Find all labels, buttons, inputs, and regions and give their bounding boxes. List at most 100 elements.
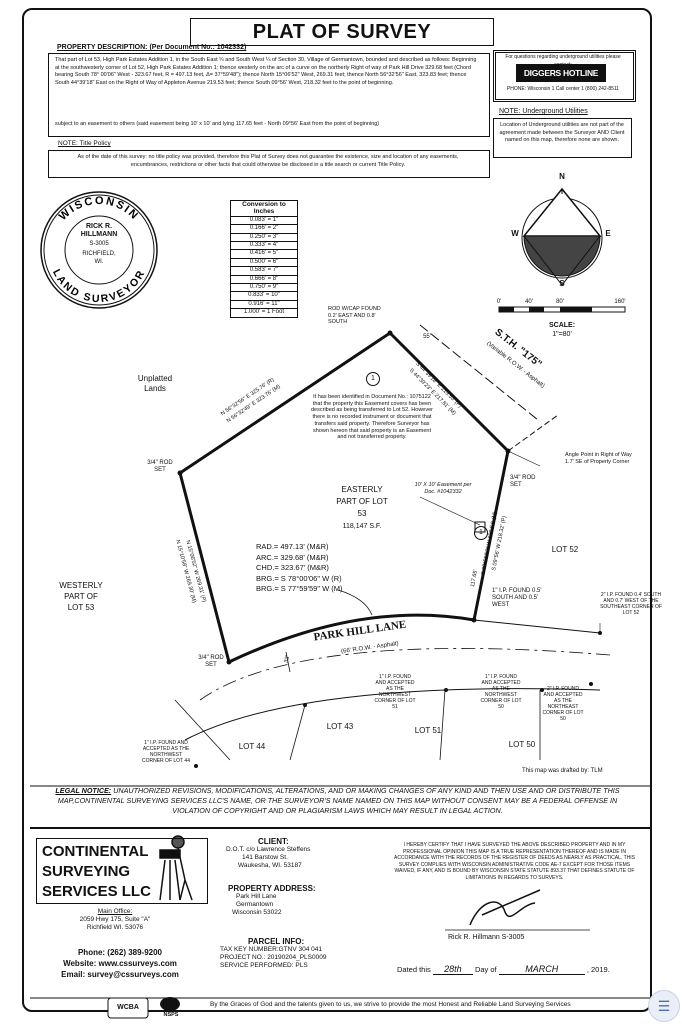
company-email: Email: survey@cssurveys.com [61,970,179,979]
company-website: Website: www.cssurveys.com [63,959,177,968]
plat-frame [22,8,652,1012]
seal-state: WI. [94,259,104,265]
underground-box [493,118,632,158]
property-description-box [48,53,490,137]
svg-text:WISCONSIN: WISCONSIN [57,195,141,223]
parcel-info-block: PARCEL INFO: TAX KEY NUMBER:GTNV 304 041… [220,938,380,970]
lot-51-label: LOT 51 [414,726,442,735]
conversion-row: 0.500' = 6" [230,257,298,268]
conversion-row: 0.833' = 10" [230,291,298,301]
lot-43-label: LOT 43 [326,722,354,731]
office-address-line2: Richfield WI. 53076 [86,924,144,931]
compass-east: E [605,229,611,238]
scale-bar [498,306,626,313]
curve-bearing-measured: BRG.= S 77°59'59" W (M) [256,584,343,593]
office-label: Main Office: [97,908,133,915]
conversion-value: 0.583' = 7" [230,266,298,276]
property-description-heading: PROPERTY DESCRIPTION: (Per Document No.:… [57,44,247,51]
conversion-row: 0.083' = 1" [230,215,298,226]
menu-button[interactable]: ☰ [648,990,680,1022]
conversion-value: 0.416' = 5" [230,249,298,259]
sth-55-label: 55' [423,334,431,340]
parcel-area: 118,147 S.F. [342,523,382,530]
conversion-row: 0.916' = 11" [230,299,298,310]
property-address-line3: Wisconsin 53022 [232,909,282,916]
surveyor-name: Rick R. Hillmann S-3005 [448,934,525,941]
nsps-badge: NSPS [163,1012,179,1018]
ip-lot-51: 1" I.P. FOUND AND ACCEPTED AS THE NORTHW… [374,674,416,710]
conversion-row: 0.333' = 4" [230,241,298,251]
seal-number: S-3005 [89,241,109,247]
conversion-row: 0.166' = 2" [230,224,298,234]
scale-label: SCALE: [548,322,576,329]
scale-ratio: 1"=80' [552,331,572,338]
drafted-by: This map was drafted by: TLM [522,768,603,774]
dated-label: Dated this [397,965,431,974]
rod-set-e: 3/4" ROD SET [510,475,536,488]
parcel-heading: PARCEL INFO: [248,937,305,946]
seal-name-line1: RICK R. [85,223,113,230]
tax-key: TAX KEY NUMBER:GTNV 304 041 [220,946,322,953]
easterly-lot-53-label: EASTERLY PART OF LOT 53 [336,485,388,518]
title-policy-box [48,150,490,178]
easement-size-label: 10' X 10' Easement per Doc. #1042332 [414,482,472,495]
conversion-value: 0.083' = 1" [230,215,298,226]
easement-text: subject to an easement to others (said e… [55,121,380,127]
company-name-line3: SERVICES LLC [42,883,151,900]
conversion-value: 0.833' = 10" [230,291,298,301]
conversion-value: 0.250' = 3" [230,232,298,243]
conversion-row: 0.583' = 7" [230,266,298,276]
conversion-value: 0.916' = 11" [230,299,298,310]
service-performed: SERVICE PERFORMED: PLS [220,962,308,969]
company-office: Main Office: 2059 Hwy 175, Suite "A" Ric… [60,908,170,932]
lot-50-label: LOT 50 [508,740,536,749]
note-marker: 1 [474,526,488,540]
dated-year: , 2019. [586,965,610,974]
westerly-lot-53-label: WESTERLY PART OF LOT 53 [59,581,103,612]
compass-west: W [511,229,519,238]
seal-bottom-text: LAND SURVEYOR [50,267,146,305]
client-line3: Waukesha, WI. 53187 [238,862,302,869]
conversion-value: 0.666' = 8" [230,274,298,285]
curve-data: RAD.= 497.13' (M&R) ARC.= 329.68' (M&R) … [256,542,343,595]
conversion-value: 0.750' = 9" [230,283,298,293]
conversion-row: 0.750' = 9" [230,283,298,293]
seal-top-text: WISCONSIN [57,195,139,223]
conversion-heading: Conversion to Inches [230,200,298,217]
svg-text:LAND SURVEYOR: LAND SURVEYOR [50,267,148,305]
surveyor-signature [469,889,541,926]
diggers-hotline-box [493,50,636,102]
diggers-hotline-logo: DIGGERS HOTLINE [516,64,606,82]
scale-tick: 160' [614,299,626,305]
ip-found-southeast: 2" I.P. FOUND 0.4' SOUTH AND 0.7' WEST O… [600,592,662,616]
curve-bearing-record: BRG.= S 78°00'06" W (R) [256,573,342,583]
unplatted-lands-label: Unplatted Lands [137,374,173,393]
surveyor-tripod-icon [159,835,193,901]
dated-line: Dated this 28th Day of MARCH , 2019. [397,964,610,975]
conversion-row: 0.416' = 5" [230,249,298,259]
page-title: PLAT OF SURVEY [190,18,494,46]
easement-note-text: It has been identified in Document No.: … [311,394,433,441]
scale-tick: 40' [525,299,533,305]
lot-44-label: LOT 44 [238,742,266,751]
wcba-badge: WCBA [117,1004,139,1011]
conversion-row: 0.666' = 8" [230,274,298,285]
curve-radius: RAD.= 497.13' (M&R) [256,542,329,551]
compass-south: S [559,279,565,288]
property-address-block: PROPERTY ADDRESS: Park Hill Lane Germant… [228,885,378,917]
property-description-text: That part of Lot 53, High Park Estates A… [55,57,477,86]
client-line2: 141 Barstow St. [242,854,288,861]
association-badges [107,997,180,1019]
rod-set-sw: 3/4" ROD SET [198,655,224,668]
conversion-value: 0.166' = 2" [230,224,298,234]
survey-points [177,330,602,768]
ip-lot-44: 1" I.P. FOUND AND ACCEPTED AS THE NORTHW… [142,740,190,764]
certification-text: I HEREBY CERTIFY THAT I HAVE SURVEYED TH… [394,842,635,881]
curve-arc: ARC.= 329.68' (M&R) [256,552,329,562]
scale-tick: 80' [556,299,564,305]
company-name-line2: SURVEYING [42,863,131,880]
company-logo-box [36,838,208,904]
company-name: CONTINENTAL SURVEYING SERVICES LLC [42,842,151,902]
conversion-value: 0.500' = 6" [230,257,298,268]
